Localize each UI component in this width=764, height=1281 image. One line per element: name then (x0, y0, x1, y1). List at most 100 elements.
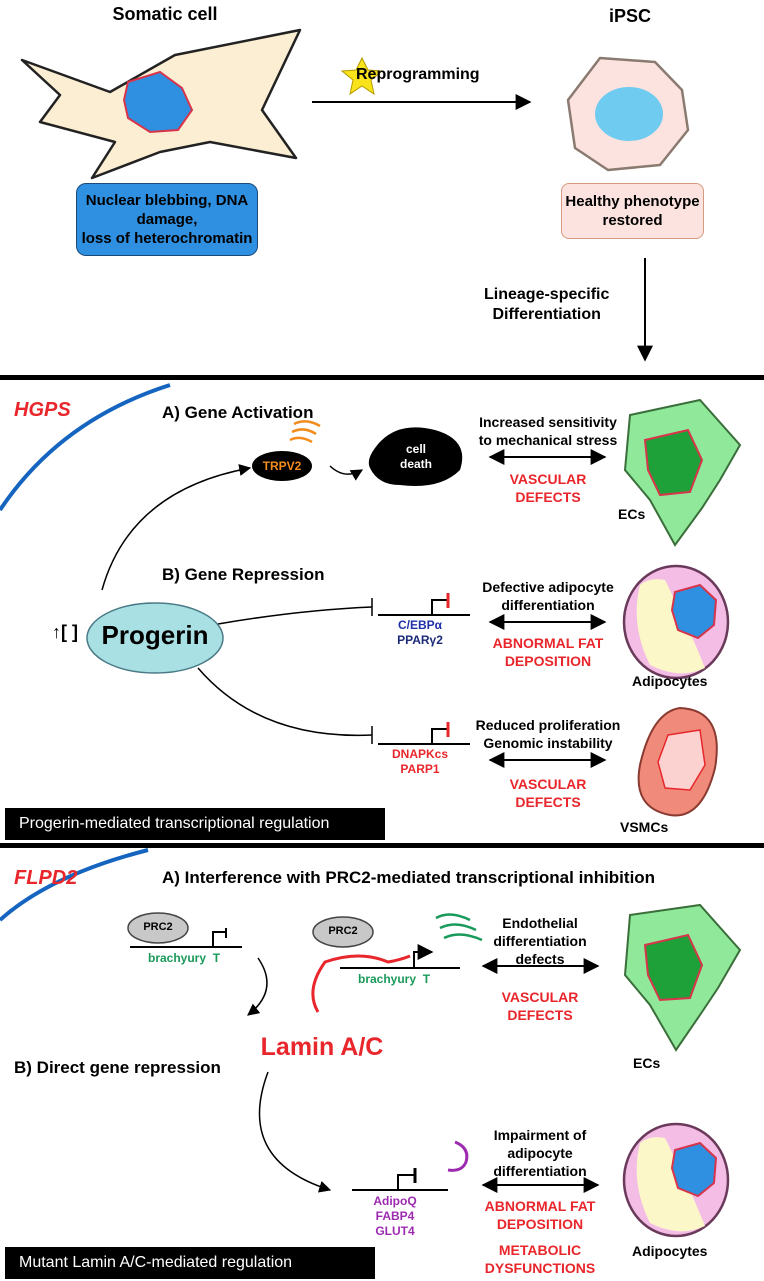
gene-fabp4: FABP4 (375, 1209, 415, 1223)
ec-effect-line-1: Increased sensitivity (479, 414, 617, 430)
vsmc-defect: VASCULAR DEFECTS (510, 775, 587, 811)
gene-repression-heading: B) Gene Repression (162, 565, 325, 584)
progerin-label: Progerin (101, 620, 209, 650)
direct-repression-heading: B) Direct gene repression (14, 1058, 221, 1077)
ec2-defect-line-2: DEFECTS (507, 1007, 573, 1023)
somatic-box-line-1: Nuclear blebbing, DNA (85, 192, 249, 209)
trpv2-oval (252, 451, 312, 481)
promoter-cebpa (378, 593, 470, 616)
lamin-to-adipo-arrow (258, 1071, 332, 1193)
gene-glut4: GLUT4 (375, 1224, 415, 1238)
ipsc-cell (566, 56, 690, 172)
lineage-line-1: Lineage-specific (484, 286, 610, 303)
ec-label-hgps: ECs (618, 506, 646, 522)
adipo-defect-hgps: ABNORMAL FAT DEPOSITION (493, 634, 604, 670)
ec-cell-hgps (623, 398, 742, 547)
ec-defect-hgps: VASCULAR DEFECTS (510, 470, 587, 506)
healthy-phenotype-box: Healthy phenotype restored (561, 183, 704, 239)
lineage-label: Lineage-specific Differentiation (484, 285, 609, 325)
section-divider-top (0, 375, 764, 380)
vsmc-defect-line-1: VASCULAR (509, 776, 587, 792)
progerin-repression-line-1 (217, 606, 373, 625)
progerin-repression-line-2 (197, 667, 373, 737)
section-divider-bottom (0, 843, 764, 848)
adipo-genes-flpd2: AdipoQ FABP4 GLUT4 (373, 1194, 416, 1239)
ec-effect-hgps: Increased sensitivity to mechanical stre… (479, 413, 618, 449)
ec2-defect-line-1: VASCULAR (501, 989, 579, 1005)
vsmc-cell (637, 706, 718, 817)
interference-heading: A) Interference with PRC2-mediated trans… (162, 868, 656, 887)
promoter-dnapkcs (378, 722, 470, 745)
adipo-defect-flpd2: ABNORMAL FAT DEPOSITION (485, 1197, 596, 1233)
adipocyte-flpd2 (622, 1122, 730, 1238)
adipo-effect-line-2: differentiation (501, 597, 595, 613)
ec-cell-flpd2 (623, 903, 742, 1052)
star-icon (340, 56, 384, 96)
prc2-oval-2 (312, 916, 374, 948)
gene-pparg2: PPARγ2 (397, 633, 443, 647)
adipo2-defect-line-2: DEPOSITION (496, 1216, 584, 1232)
ipsc-title: iPSC (608, 6, 652, 26)
ec-defect-line-1: VASCULAR (509, 471, 587, 487)
adipo-defect-line-1: ABNORMAL FAT (492, 635, 604, 651)
somatic-cell (20, 28, 302, 180)
trpv2-label: TRPV2 (262, 459, 302, 473)
metabolic-dysfunctions: METABOLIC DYSFUNCTIONS (485, 1241, 595, 1277)
somatic-box-line-2: damage, (136, 211, 198, 228)
adipo-transcript (447, 1140, 469, 1172)
healthy-box-line-2: restored (602, 212, 663, 229)
progerin-activation-arrow (101, 464, 252, 591)
adipo2-effect-line-1: Impairment of (493, 1127, 587, 1143)
progerin-banner: Progerin-mediated transcriptional regula… (5, 808, 385, 840)
cell-death-line-2: death (399, 457, 433, 471)
prc2-oval-1 (127, 912, 189, 944)
brachyury-promoter-2 (340, 944, 460, 969)
ec-effect-flpd2: Endothelial differentiation defects (493, 914, 586, 968)
somatic-box-line-3: loss of heterochromatin (81, 230, 253, 247)
vsmc-effect: Reduced proliferation Genomic instabilit… (476, 716, 621, 752)
adipo2-effect-line-3: differentiation (493, 1163, 587, 1179)
somatic-phenotype-box: Nuclear blebbing, DNA damage, loss of he… (76, 183, 258, 256)
metabolic-line-2: DYSFUNCTIONS (484, 1260, 596, 1276)
progerin-ellipse (86, 602, 224, 674)
adipo-defect-line-2: DEPOSITION (504, 653, 592, 669)
flpd2-tag: FLPD2 (14, 867, 78, 889)
nuclear-envelope-arc-2 (0, 848, 149, 922)
gene-to-lamin-arrow (247, 957, 268, 1016)
gene-adipoq: AdipoQ (373, 1194, 417, 1208)
adipo2-effect-line-2: adipocyte (507, 1145, 573, 1161)
ec-defect-flpd2: VASCULAR DEFECTS (502, 988, 579, 1024)
vsmc-genes: DNAPKcs PARP1 (392, 747, 448, 777)
adipo2-defect-line-1: ABNORMAL FAT (484, 1198, 596, 1214)
adipo-label-hgps: Adipocytes (632, 673, 708, 689)
metabolic-line-1: METABOLIC (498, 1242, 582, 1258)
nuclear-envelope-arc (0, 383, 171, 512)
vsmc-effect-line-2: Genomic instability (483, 735, 613, 751)
adipo-promoter (352, 1168, 448, 1191)
gene-dnapkcs: DNAPKcs (391, 747, 449, 761)
ec-label-flpd2: ECs (633, 1055, 661, 1071)
lamin-label: Lamin A/C (260, 1033, 384, 1061)
prc2-label-1: PRC2 (143, 921, 173, 933)
ec-defect-line-2: DEFECTS (515, 489, 581, 505)
signal-waves-icon (289, 420, 321, 444)
adipo-effect-flpd2: Impairment of adipocyte differentiation (493, 1126, 586, 1180)
ec2-effect-line-2: differentiation (493, 933, 587, 949)
brachyury-gene-2: brachyury T (358, 972, 431, 986)
ec-effect-line-2: to mechanical stress (478, 432, 618, 448)
brachyury-promoter-1 (130, 928, 242, 948)
cell-death-label: cell death (400, 442, 432, 472)
adipo-effect-hgps: Defective adipocyte differentiation (482, 578, 614, 614)
adipo-effect-line-1: Defective adipocyte (482, 579, 614, 595)
lamin-strand (311, 954, 411, 1013)
gene-parp1: PARP1 (400, 762, 440, 776)
adipo-genes-hgps: C/EBPα PPARγ2 (397, 618, 443, 648)
prc2-label-2: PRC2 (328, 925, 358, 937)
gene-cebpa: C/EBPα (397, 618, 443, 632)
healthy-box-line-1: Healthy phenotype (565, 193, 700, 210)
lamin-banner: Mutant Lamin A/C-mediated regulation (5, 1247, 375, 1279)
gene-activation-heading: A) Gene Activation (162, 403, 314, 422)
somatic-cell-title: Somatic cell (112, 4, 218, 24)
ec2-effect-line-1: Endothelial (502, 915, 578, 931)
